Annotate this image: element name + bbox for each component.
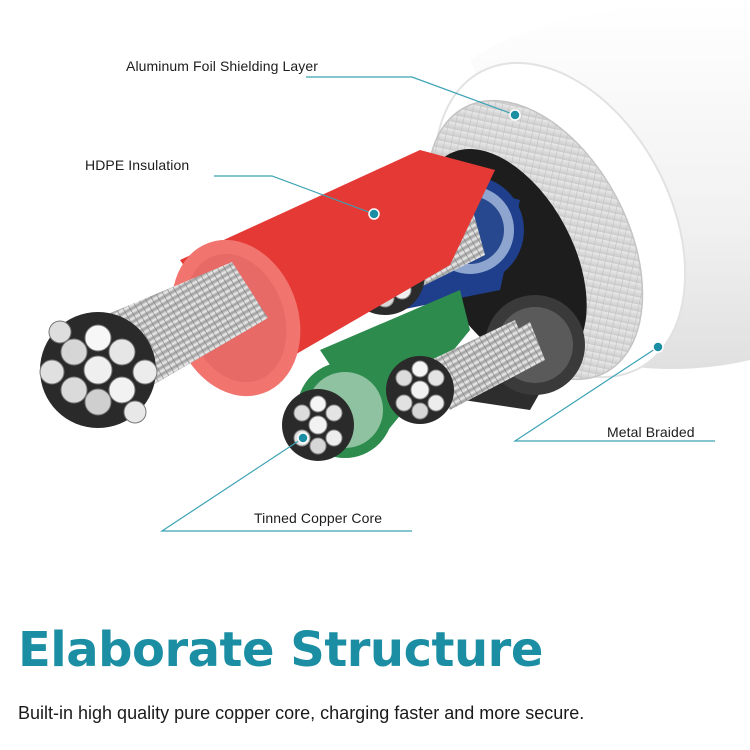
leader-line-tinned-copper (160, 437, 412, 532)
label-hdpe-insulation: HDPE Insulation (85, 157, 190, 173)
leader-dot-metal-braided (652, 341, 664, 353)
headline: Elaborate Structure (18, 622, 543, 678)
label-metal-braided: Metal Braided (607, 424, 695, 440)
red-wire-strand-bundle (39, 312, 158, 428)
label-tinned-copper-core: Tinned Copper Core (254, 510, 383, 526)
leader-dot-aluminum-foil (509, 109, 521, 121)
label-aluminum-foil: Aluminum Foil Shielding Layer (126, 58, 318, 74)
leader-line-metal-braided (512, 346, 715, 442)
cable-cross-section-diagram (39, 2, 750, 532)
tagline: Built-in high quality pure copper core, … (18, 703, 585, 723)
green-wire (282, 290, 470, 461)
leader-line-aluminum-foil (306, 76, 516, 116)
white-wire-strand-bundle (386, 320, 532, 424)
leader-dots (297, 109, 664, 444)
red-wire (39, 150, 495, 428)
leader-dot-hdpe (368, 208, 380, 220)
leader-lines (160, 76, 715, 532)
green-wire-strand-bundle (282, 389, 354, 461)
leader-line-hdpe (214, 175, 375, 215)
leader-dot-tinned-copper (297, 432, 309, 444)
